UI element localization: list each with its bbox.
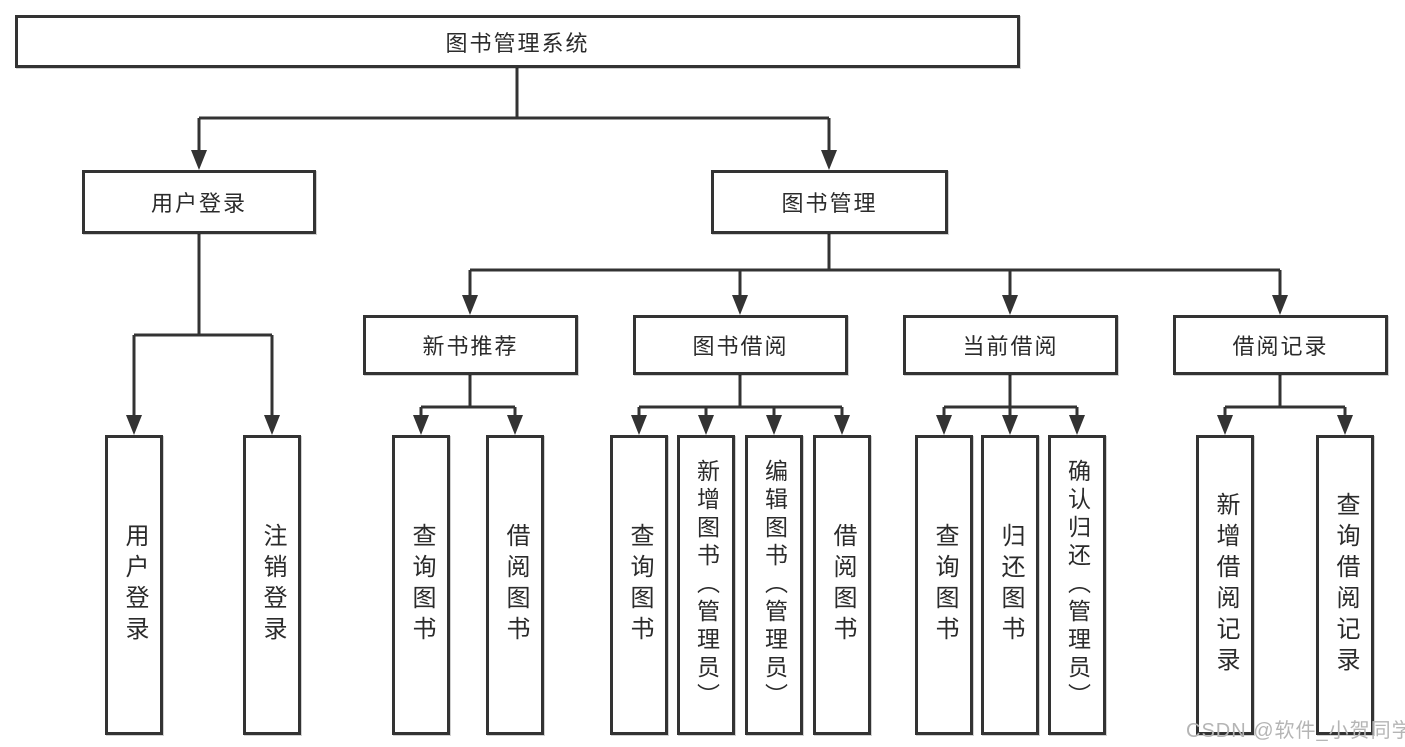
node-root: 图书管理系统: [15, 15, 1020, 68]
node-new-book-recommend: 新书推荐: [363, 315, 578, 375]
leaf-br-add-label: 新增借阅记录: [1212, 492, 1239, 678]
leaf-cb-confirm-label: 确认归还（管理员）: [1064, 459, 1091, 711]
leaf-node-bb-borrow-books: 借阅图书: [813, 435, 871, 735]
leaf-bb-edit-label: 编辑图书（管理员）: [761, 459, 788, 711]
leaf-node-bb-add-books-admin: 新增图书（管理员）: [677, 435, 735, 735]
csdn-watermark: CSDN @软件_小贺同学: [1186, 720, 1405, 742]
node-book-borrowing-label: 图书借阅: [692, 334, 789, 359]
node-user-login: 用户登录: [82, 170, 316, 234]
leaf-bb-query-label: 查询图书: [626, 523, 653, 647]
leaf-br-query-label: 查询借阅记录: [1332, 492, 1359, 678]
leaf-bb-add-label: 新增图书（管理员）: [693, 459, 720, 711]
node-current-borrowing: 当前借阅: [903, 315, 1118, 375]
leaf-node-rec-query-books: 查询图书: [392, 435, 450, 735]
leaf-logout-label: 注销登录: [259, 523, 286, 647]
leaf-rec-query-label: 查询图书: [408, 523, 435, 647]
leaf-node-logout: 注销登录: [243, 435, 301, 735]
leaf-cb-return-label: 归还图书: [997, 523, 1024, 647]
leaf-node-rec-borrow-books: 借阅图书: [486, 435, 544, 735]
node-new-book-recommend-label: 新书推荐: [422, 334, 519, 359]
node-book-borrowing: 图书借阅: [633, 315, 848, 375]
leaf-node-br-add-record: 新增借阅记录: [1196, 435, 1254, 735]
edge-borrow-to-leaves: [637, 375, 844, 418]
leaf-node-br-query-record: 查询借阅记录: [1316, 435, 1374, 735]
node-root-label: 图书管理系统: [445, 30, 590, 56]
edge-current-to-leaves: [942, 375, 1079, 418]
leaf-node-bb-query-books: 查询图书: [610, 435, 668, 735]
leaf-bb-borrow-label: 借阅图书: [829, 523, 856, 647]
node-borrow-records-label: 借阅记录: [1232, 334, 1329, 359]
node-borrow-records: 借阅记录: [1173, 315, 1388, 375]
leaf-node-cb-return-books: 归还图书: [981, 435, 1039, 735]
edge-records-to-leaves: [1223, 375, 1347, 418]
leaf-cb-query-label: 查询图书: [931, 523, 958, 647]
leaf-node-cb-confirm-return-admin: 确认归还（管理员）: [1048, 435, 1106, 735]
edge-rec-to-leaves: [419, 375, 517, 418]
node-book-management: 图书管理: [711, 170, 948, 234]
leaf-user-login-label: 用户登录: [121, 523, 148, 647]
node-book-management-label: 图书管理: [781, 191, 878, 216]
edge-mgmt-to-level3: [468, 234, 1282, 297]
leaf-node-bb-edit-books-admin: 编辑图书（管理员）: [745, 435, 803, 735]
leaf-node-cb-query-books: 查询图书: [915, 435, 973, 735]
node-user-login-label: 用户登录: [150, 191, 247, 216]
edge-root-to-level2: [197, 68, 831, 152]
leaf-node-user-login: 用户登录: [105, 435, 163, 735]
edge-login-to-leaves: [132, 234, 274, 417]
leaf-rec-borrow-label: 借阅图书: [502, 523, 529, 647]
node-current-borrowing-label: 当前借阅: [962, 334, 1059, 359]
